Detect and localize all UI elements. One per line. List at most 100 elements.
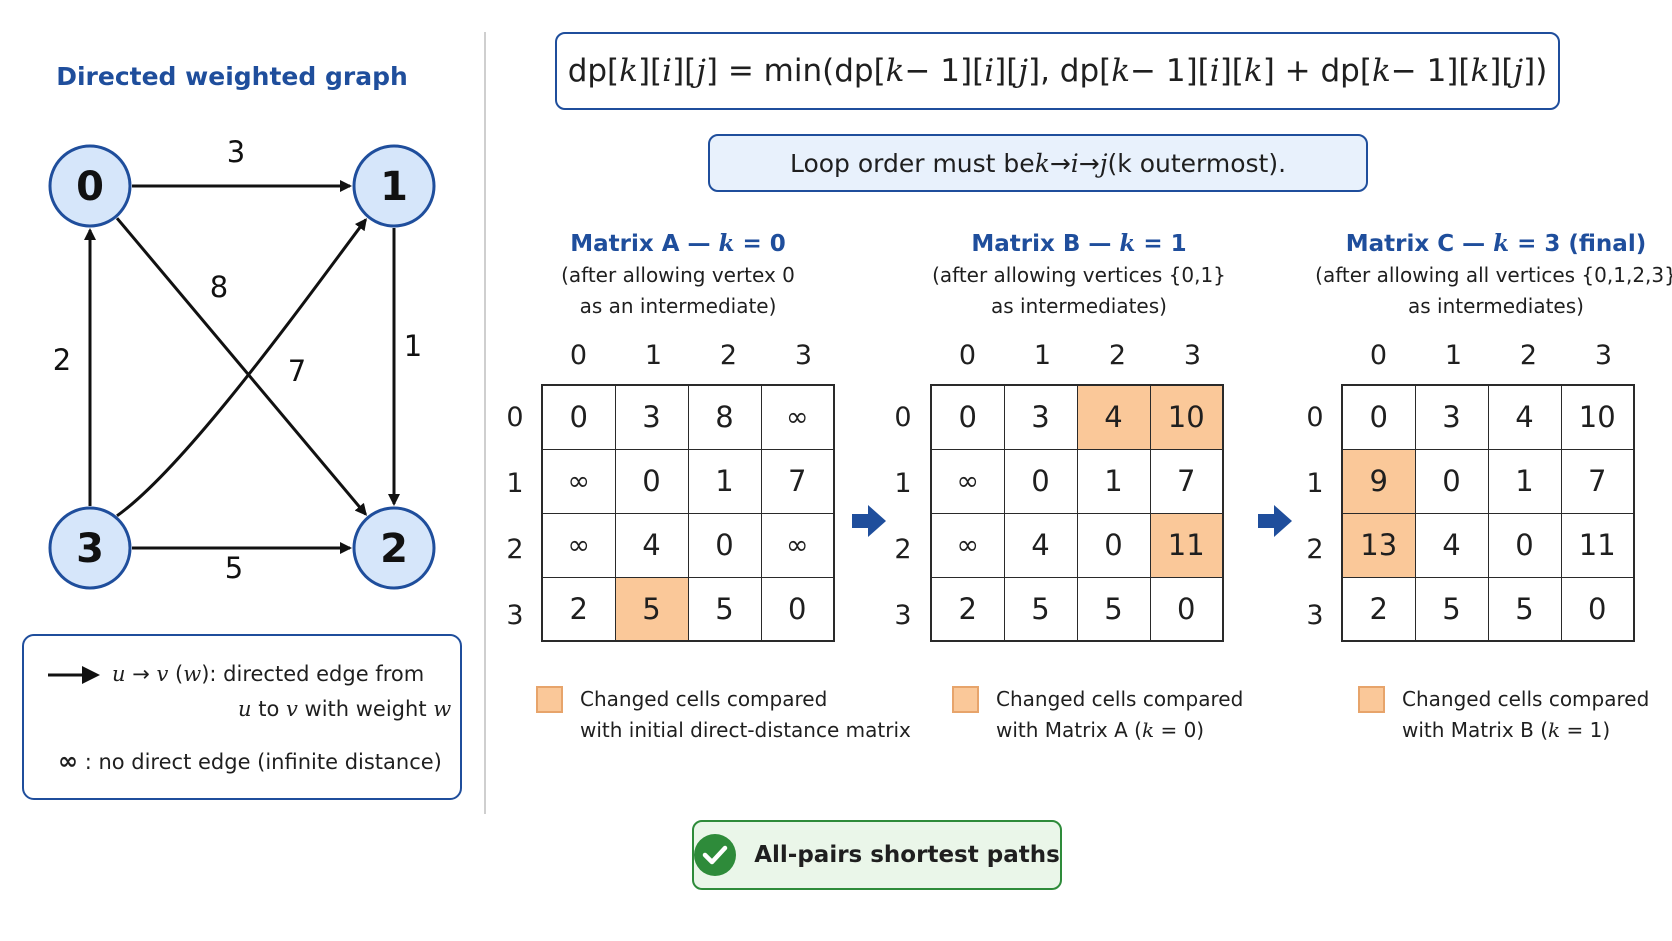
matrix-cell: 0 <box>1003 448 1078 514</box>
graph-diagram: 3 8 1 2 7 5 0 1 2 3 <box>48 135 436 590</box>
matrix-cell: 1 <box>1487 448 1562 514</box>
matrix-cell: 13 <box>1341 512 1416 578</box>
edge-weight-3-2: 5 <box>225 551 243 585</box>
changed-cells-legend: Changed cells compared with Matrix A (k =… <box>996 684 1243 746</box>
matrix-cell: 10 <box>1560 384 1635 450</box>
edge-weight-3-1: 7 <box>288 354 306 388</box>
matrix-cell: 4 <box>1076 384 1151 450</box>
matrix-cell: 2 <box>1341 576 1416 642</box>
changed-cells-legend: Changed cells compared with initial direc… <box>580 684 911 746</box>
matrix-cell: 1 <box>1076 448 1151 514</box>
graph-node-label: 0 <box>76 164 104 210</box>
matrix-row-header: 0 <box>1306 402 1324 433</box>
matrix-col-header: 3 <box>1183 340 1202 371</box>
recurrence-formula: dp[k][i][j] = min(dp[k − 1][i][j], dp[k … <box>555 32 1560 110</box>
matrix-cell: 0 <box>1149 576 1224 642</box>
matrix-cell: ∞ <box>760 384 835 450</box>
matrix-cell: 0 <box>1487 512 1562 578</box>
matrix-row-header: 0 <box>894 402 912 433</box>
edge-legend-line-1: u → v (w): directed edge from <box>112 662 425 686</box>
matrix-cell: 0 <box>1414 448 1489 514</box>
matrix-cell: 0 <box>541 384 616 450</box>
changed-cells-legend-line: Changed cells compared <box>996 687 1244 711</box>
graph-node-label: 3 <box>76 526 104 572</box>
matrix-row-header: 2 <box>894 534 912 565</box>
matrix-col-header: 1 <box>1444 340 1463 371</box>
infinity-legend-text: : no direct edge (infinite distance) <box>84 750 442 774</box>
matrix-row-header: 0 <box>506 402 524 433</box>
matrix-cell: 5 <box>687 576 762 642</box>
matrix-cell: 3 <box>1003 384 1078 450</box>
matrix-subtitle: (after allowing vertex 0 <box>561 263 795 287</box>
matrix-row-header: 3 <box>1306 600 1324 631</box>
matrix-col-header: 1 <box>644 340 663 371</box>
changed-cell-swatch <box>952 686 979 713</box>
matrix-panel-0: Matrix A — k = 0(after allowing vertex 0… <box>448 228 908 322</box>
matrix-subtitle: (after allowing all vertices {0,1,2,3} <box>1315 263 1672 287</box>
loop-order-note: Loop order must be k → i → j (k outermos… <box>708 134 1368 192</box>
result-badge: All-pairs shortest paths <box>692 820 1062 890</box>
matrix-col-header: 0 <box>958 340 977 371</box>
matrix-row-header: 1 <box>894 468 912 499</box>
matrix-col-header: 0 <box>1369 340 1388 371</box>
graph-node-2: 2 <box>352 506 436 590</box>
matrix-panel-2: Matrix C — k = 3 (final)(after allowing … <box>1266 228 1672 322</box>
matrix-cell: ∞ <box>541 512 616 578</box>
graph-node-1: 1 <box>352 144 436 228</box>
matrix-subtitle: (after allowing vertices {0,1} <box>932 263 1226 287</box>
edge-3-1 <box>116 218 367 518</box>
graph-node-0: 0 <box>48 144 132 228</box>
matrix-row-header: 2 <box>1306 534 1324 565</box>
matrix-title: Matrix B — k = 1 <box>971 230 1187 257</box>
matrix-cell: 5 <box>1003 576 1078 642</box>
matrix-cell: ∞ <box>930 512 1005 578</box>
edge-legend-box <box>22 634 462 800</box>
matrix-cell: 8 <box>687 384 762 450</box>
matrix-cell: 5 <box>1076 576 1151 642</box>
matrix-col-header: 2 <box>1519 340 1538 371</box>
right-arrow-icon <box>1258 505 1292 537</box>
matrix-cell: 5 <box>1414 576 1489 642</box>
changed-cells-legend-line: Changed cells compared <box>580 687 828 711</box>
matrix-row-header: 1 <box>506 468 524 499</box>
edge-legend-line-2: u to v with weight w <box>238 697 452 721</box>
matrix-cell: ∞ <box>760 512 835 578</box>
matrix-col-header: 3 <box>1594 340 1613 371</box>
matrix-cell: 4 <box>1487 384 1562 450</box>
matrix-col-header: 0 <box>569 340 588 371</box>
edge-weight-0-1: 3 <box>227 135 245 169</box>
edge-weight-0-2: 8 <box>210 270 228 304</box>
changed-cell-swatch <box>1358 686 1385 713</box>
matrix-col-header: 2 <box>1108 340 1127 371</box>
infinity-legend: ∞ : no direct edge (infinite distance) <box>58 747 442 775</box>
matrix-cell: 2 <box>930 576 1005 642</box>
check-icon <box>694 834 737 876</box>
matrix-cell: 5 <box>614 576 689 642</box>
changed-cell-swatch <box>536 686 563 713</box>
matrix-col-header: 2 <box>719 340 738 371</box>
matrix-col-header: 1 <box>1033 340 1052 371</box>
changed-cells-legend-line: with initial direct-distance matrix <box>580 718 911 742</box>
matrix-cell: ∞ <box>930 448 1005 514</box>
edge-weight-3-0: 2 <box>53 343 71 377</box>
matrix-cell: 11 <box>1149 512 1224 578</box>
matrix-row-header: 3 <box>894 600 912 631</box>
edge-weight-1-2: 1 <box>404 329 422 363</box>
matrix-cell: ∞ <box>541 448 616 514</box>
matrix-row-header: 3 <box>506 600 524 631</box>
changed-cells-legend-line: Changed cells compared <box>1402 687 1650 711</box>
matrix-subtitle: as intermediates) <box>991 294 1167 318</box>
matrix-cell: 0 <box>760 576 835 642</box>
matrix-cell: 4 <box>1003 512 1078 578</box>
matrix-cell: 7 <box>1149 448 1224 514</box>
changed-cells-legend-line: with Matrix A (k = 0) <box>996 718 1205 742</box>
